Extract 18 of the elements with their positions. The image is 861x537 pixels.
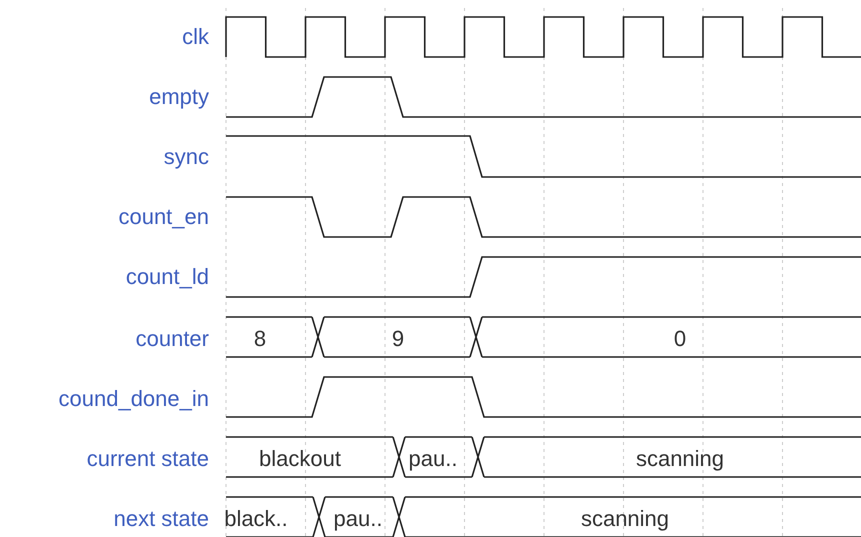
bus-value: blackout xyxy=(259,446,341,472)
signal-name: counter xyxy=(136,326,209,352)
bus-value: scanning xyxy=(636,446,724,472)
signal-name: empty xyxy=(149,84,209,110)
bus-value: pau.. xyxy=(334,506,382,532)
bus-value: 8 xyxy=(254,326,266,352)
signal-name: sync xyxy=(164,144,209,170)
bus-value: 0 xyxy=(674,326,686,352)
signal-name: cound_done_in xyxy=(58,386,209,412)
signal-name: clk xyxy=(182,24,209,50)
signal-name: count_ld xyxy=(126,264,209,290)
bus-value: scanning xyxy=(580,506,670,532)
bus-value: pau.. xyxy=(408,446,458,472)
signal-name: next state xyxy=(114,506,209,532)
bus-value: 9 xyxy=(392,326,404,352)
signal-name: current state xyxy=(86,446,209,472)
signal-name: count_en xyxy=(118,204,209,230)
bus-value: black.. xyxy=(224,506,288,532)
